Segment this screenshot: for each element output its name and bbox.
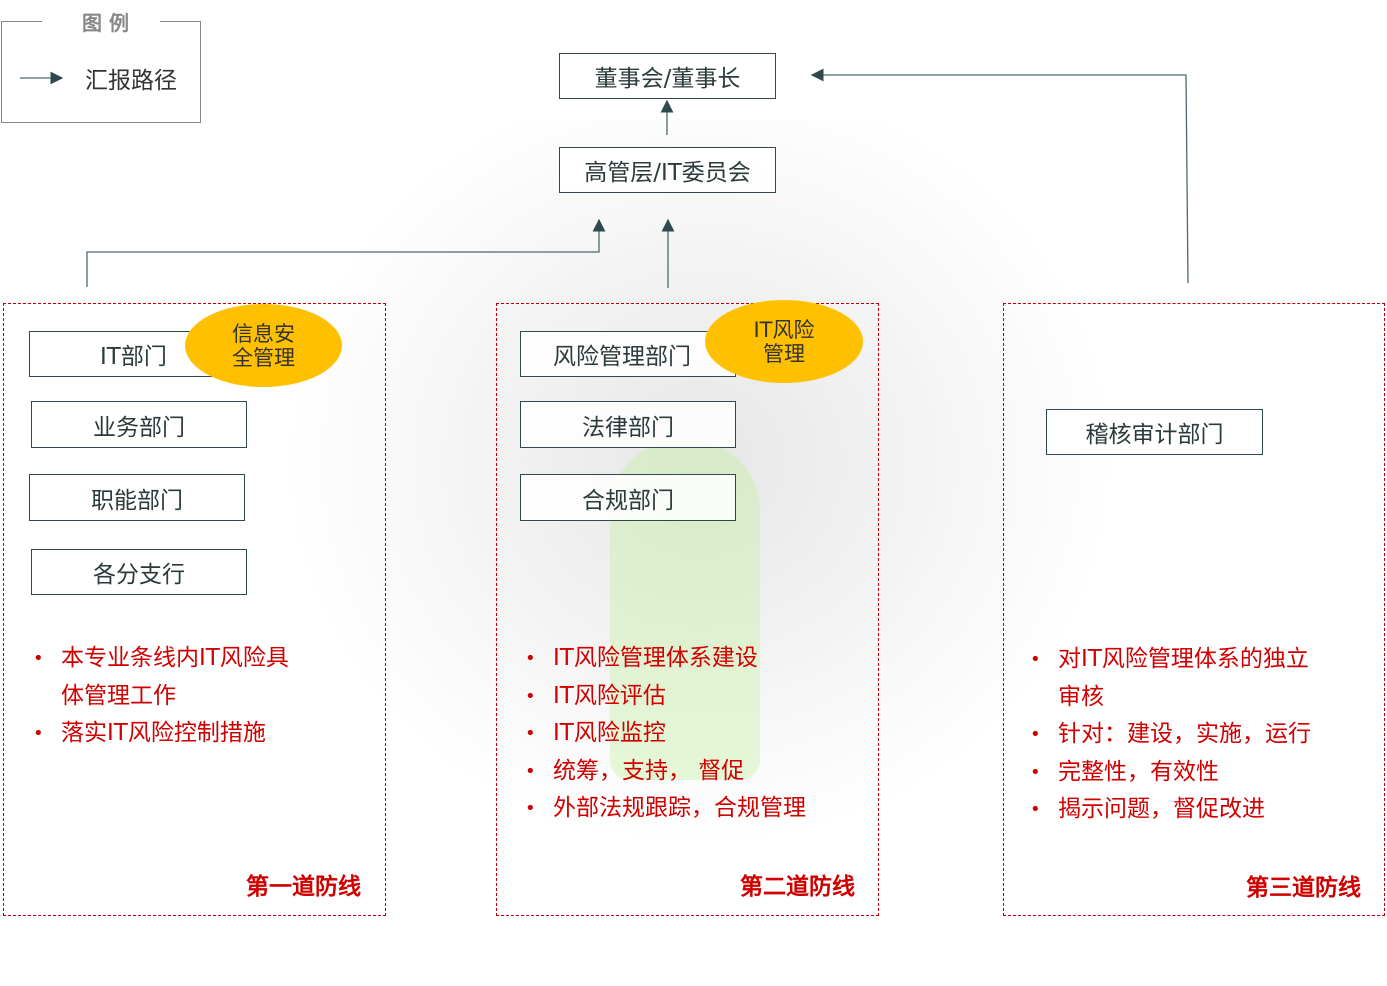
duty-item: 揭示问题，督促改进: [1030, 791, 1311, 829]
badge-text: 全管理: [232, 345, 295, 370]
branches-box: 各分支行: [31, 549, 247, 595]
functional-dept-box: 职能部门: [29, 474, 245, 521]
third-line-duties: 对IT风险管理体系的独立 审核 针对：建设，实施，运行 完整性，有效性 揭示问题…: [1030, 641, 1311, 829]
duty-item-cont: 体管理工作: [61, 682, 176, 709]
board-box: 董事会/董事长: [559, 53, 776, 99]
second-line-duties: IT风险管理体系建设 IT风险评估 IT风险监控 统筹，支持， 督促 外部法规跟…: [525, 640, 806, 828]
second-line-label: 第二道防线: [740, 874, 855, 900]
duty-item: IT风险管理体系建设: [525, 640, 806, 678]
it-risk-badge: IT风险管理: [705, 300, 863, 383]
legal-dept-box: 法律部门: [520, 401, 736, 448]
duty-item-cont: 审核: [1058, 683, 1104, 710]
second-line-zone: [496, 303, 879, 916]
duty-item: 统筹，支持， 督促: [525, 753, 806, 791]
first-line-duties: 本专业条线内IT风险具 体管理工作 落实IT风险控制措施: [33, 640, 289, 753]
duty-item: 对IT风险管理体系的独立: [1030, 641, 1311, 679]
duty-item: 外部法规跟踪，合规管理: [525, 790, 806, 828]
duty-item: 针对：建设，实施，运行: [1030, 716, 1311, 754]
third-line-label: 第三道防线: [1246, 875, 1361, 901]
arrow-line3-to-board: [810, 68, 1189, 284]
badge-text: 信息安: [232, 321, 295, 346]
risk-dept-box: 风险管理部门: [520, 331, 736, 377]
first-line-label: 第一道防线: [246, 874, 361, 900]
badge-text: 管理: [763, 341, 805, 366]
third-line-zone: [1003, 303, 1385, 916]
audit-dept-box: 稽核审计部门: [1046, 409, 1263, 455]
duty-item: 本专业条线内IT风险具: [33, 640, 289, 678]
duty-item: IT风险评估: [525, 678, 806, 716]
badge-text: IT风险: [753, 317, 815, 342]
duty-item: IT风险监控: [525, 715, 806, 753]
legend-item-label: 汇报路径: [85, 68, 177, 94]
senior-management-box: 高管层/IT委员会: [559, 147, 776, 193]
infosec-badge: 信息安全管理: [185, 304, 342, 387]
legend-title: 图 例: [82, 11, 129, 35]
business-dept-box: 业务部门: [31, 401, 247, 448]
first-line-zone: [3, 303, 386, 916]
duty-item: 完整性，有效性: [1030, 754, 1311, 792]
duty-item: 落实IT风险控制措施: [33, 715, 289, 753]
arrow-line1-to-senior: [86, 218, 606, 287]
legend: 图 例 汇报路径: [1, 11, 201, 123]
compliance-dept-box: 合规部门: [520, 474, 736, 521]
